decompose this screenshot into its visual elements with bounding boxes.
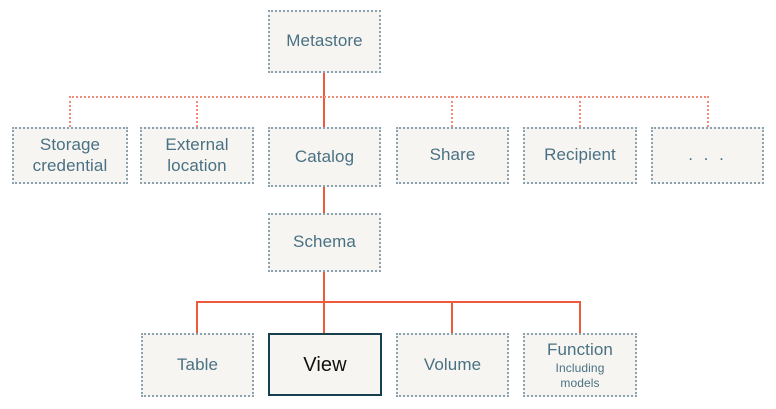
node-more-label: . . .: [688, 145, 727, 165]
node-function-sublabel-line1: Including: [555, 361, 605, 376]
connector-drop-table: [196, 301, 198, 333]
node-view[interactable]: View: [268, 333, 382, 396]
node-recipient[interactable]: Recipient: [523, 127, 637, 184]
node-share[interactable]: Share: [396, 127, 509, 184]
node-external-location-label-line1: External: [165, 135, 229, 155]
node-volume[interactable]: Volume: [396, 333, 509, 397]
node-metastore[interactable]: Metastore: [268, 10, 381, 73]
node-external-location-label-line2: location: [167, 155, 227, 175]
connector-drop-storage-credential: [69, 96, 71, 127]
connector-drop-more: [707, 96, 709, 127]
node-table[interactable]: Table: [141, 333, 254, 397]
node-recipient-label: Recipient: [544, 145, 616, 165]
node-function[interactable]: Function Including models: [523, 333, 637, 397]
node-storage-credential-label-line2: credential: [32, 155, 108, 175]
connector-drop-recipient: [579, 96, 581, 127]
node-storage-credential-label-line1: Storage: [39, 135, 101, 155]
node-schema[interactable]: Schema: [268, 213, 381, 272]
connector-drop-volume: [451, 301, 453, 333]
node-metastore-label: Metastore: [286, 31, 363, 51]
node-external-location[interactable]: External location: [140, 127, 254, 184]
node-schema-label: Schema: [293, 232, 356, 252]
connector-drop-external-location: [196, 96, 198, 127]
node-volume-label: Volume: [423, 354, 482, 374]
connector-metastore-bus: [69, 96, 709, 98]
connector-drop-share: [451, 96, 453, 127]
node-catalog[interactable]: Catalog: [268, 127, 381, 187]
node-function-label: Function: [546, 339, 613, 359]
node-share-label: Share: [429, 145, 476, 165]
connector-schema-bus: [196, 301, 580, 303]
node-more[interactable]: . . .: [651, 127, 764, 184]
connector-metastore-stem: [323, 73, 325, 128]
connector-catalog-to-schema: [323, 187, 325, 213]
node-function-sublabel-line2: models: [560, 376, 600, 391]
node-table-label: Table: [176, 354, 219, 374]
node-catalog-label: Catalog: [294, 146, 355, 166]
node-storage-credential[interactable]: Storage credential: [12, 127, 128, 184]
connector-drop-function: [579, 301, 581, 333]
node-view-label: View: [303, 353, 347, 376]
